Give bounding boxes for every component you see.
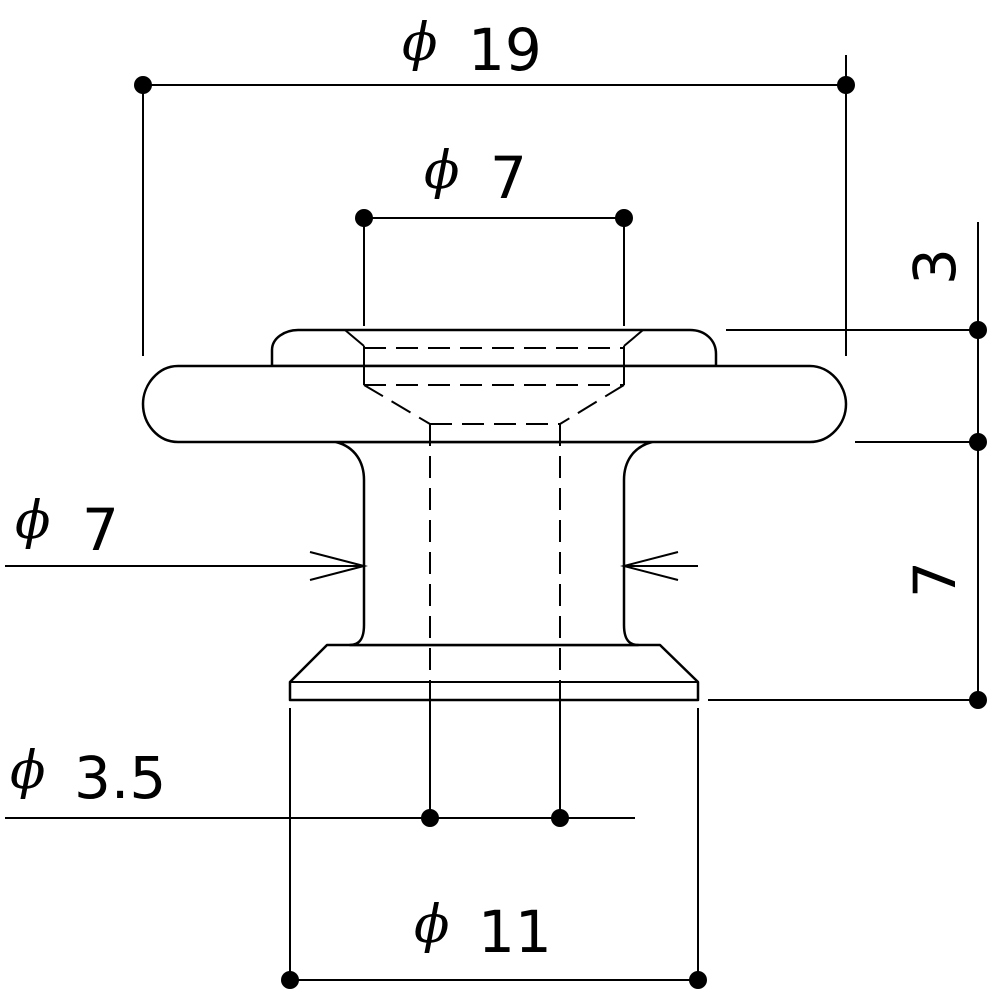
phi-symbol: ϕ [15, 491, 50, 551]
neck [334, 440, 654, 647]
hidden-lines [363, 347, 625, 700]
dimension-overall-diameter: ϕ 19 [134, 13, 855, 356]
dimension-top-bore-diameter: ϕ 7 [355, 141, 633, 326]
counterbore [344, 329, 644, 385]
phi-symbol: ϕ [414, 895, 449, 955]
base-diameter-label: 11 [478, 898, 552, 966]
base-flange [288, 643, 700, 702]
phi-symbol: ϕ [402, 13, 437, 73]
overall-diameter-label: 19 [468, 16, 542, 84]
through-hole-diameter-label: 3.5 [74, 744, 166, 812]
main-disc [141, 364, 848, 444]
dimension-heights: 3 7 [708, 222, 987, 709]
phi-symbol: ϕ [424, 141, 459, 201]
dimension-neck-diameter: ϕ 7 [5, 491, 698, 581]
neck-diameter-label: 7 [82, 496, 119, 564]
top-bore-diameter-label: 7 [490, 144, 527, 212]
top-height-label: 3 [901, 248, 969, 285]
body-height-label: 7 [901, 561, 969, 598]
phi-symbol: ϕ [10, 741, 45, 801]
dimension-base-diameter: ϕ 11 [281, 708, 707, 989]
dimension-through-hole-diameter: ϕ 3.5 [5, 700, 635, 827]
